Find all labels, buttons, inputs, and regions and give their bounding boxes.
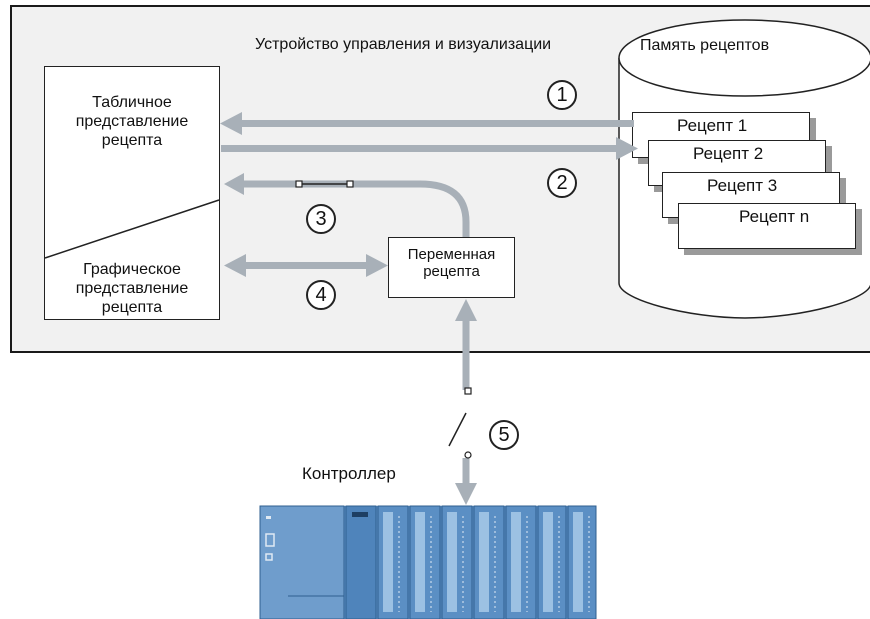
switch-lever (448, 412, 467, 447)
arrow-sync-path (242, 180, 470, 237)
arrow-variable-head-right (366, 254, 388, 277)
switch-contact-bottom (464, 451, 472, 459)
recipe-card: Рецепт n (678, 203, 856, 249)
arrow-variable-link (244, 262, 368, 269)
arrow-variable-head-left (224, 254, 246, 277)
callout-3: 3 (306, 204, 336, 234)
recipe-view-box (44, 66, 220, 320)
memory-title: Память рецептов (640, 37, 770, 54)
recipe-variable-box: Переменная рецепта (388, 237, 515, 298)
switch-contact-top (464, 387, 472, 395)
callout-2: 2 (547, 168, 577, 198)
graphic-view-label: Графическое представление рецепта (75, 261, 189, 316)
arrow-sync-head (224, 173, 244, 195)
callout-5: 5 (489, 420, 519, 450)
device-title: Устройство управления и визуализации (255, 36, 552, 53)
arrow-save-head (616, 137, 638, 160)
arrow-save-recipe (221, 145, 617, 152)
callout-1: 1 (547, 80, 577, 110)
arrow-load-head (220, 112, 242, 135)
callout-4: 4 (306, 280, 336, 310)
table-view-label: Табличное представление рецепта (75, 94, 189, 149)
arrow-plc-up-head (455, 299, 477, 321)
controller-label: Контроллер (302, 464, 396, 483)
arrow-plc-down-head (455, 483, 477, 505)
arrow-load-recipe (240, 120, 634, 127)
